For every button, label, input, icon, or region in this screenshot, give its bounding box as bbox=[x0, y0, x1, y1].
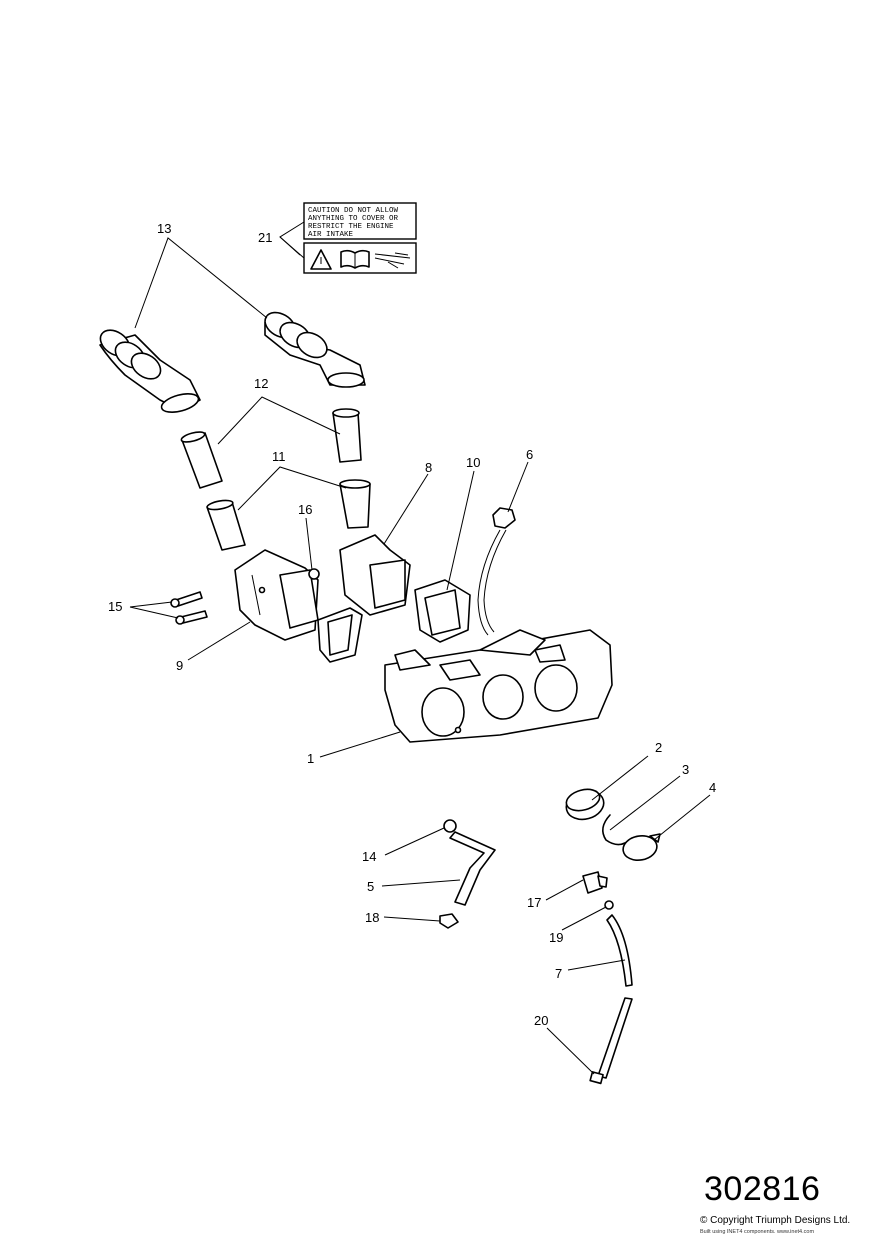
warning-label-line-2: ANYTHING TO COVER OR bbox=[308, 215, 399, 223]
callout-8: 8 bbox=[425, 460, 432, 475]
callout-20: 20 bbox=[534, 1013, 548, 1028]
warning-triangle-icon bbox=[310, 249, 332, 270]
breather-hose-5 bbox=[449, 831, 496, 906]
warning-label-line-1: CAUTION DO NOT ALLOW bbox=[308, 207, 399, 215]
callout-17: 17 bbox=[527, 895, 541, 910]
clip-18 bbox=[439, 913, 459, 929]
callout-21: 21 bbox=[258, 230, 272, 245]
bolt-15-lower bbox=[175, 610, 208, 625]
union-17 bbox=[582, 871, 608, 894]
clip-19 bbox=[604, 900, 614, 910]
callout-1: 1 bbox=[307, 751, 314, 766]
intake-tube-12-left bbox=[180, 431, 223, 489]
callout-4: 4 bbox=[709, 780, 716, 795]
callout-2: 2 bbox=[655, 740, 662, 755]
intake-tube-12-right bbox=[332, 408, 362, 463]
air-duct-centre bbox=[339, 534, 411, 616]
callout-18: 18 bbox=[365, 910, 379, 925]
callout-9: 9 bbox=[176, 658, 183, 673]
intake-sleeve-2 bbox=[565, 788, 605, 821]
callout-6: 6 bbox=[526, 447, 533, 462]
intake-tube-11-left bbox=[206, 499, 246, 551]
bolt-15-upper bbox=[170, 591, 203, 608]
intake-boot-right bbox=[264, 311, 366, 388]
copyright-notice: © Copyright Triumph Designs Ltd. bbox=[700, 1215, 851, 1226]
callout-7: 7 bbox=[555, 966, 562, 981]
callout-numbers: 13 21 12 11 8 10 6 16 15 9 1 2 3 4 14 5 … bbox=[108, 221, 716, 1028]
breather-hose bbox=[477, 529, 501, 636]
warning-label-line-4: AIR INTAKE bbox=[308, 231, 354, 239]
grommet-16 bbox=[308, 568, 320, 580]
intake-tube-11-right bbox=[339, 479, 371, 529]
callout-11: 11 bbox=[272, 449, 286, 464]
callout-16: 16 bbox=[298, 502, 312, 517]
leader-lines bbox=[129, 221, 711, 1075]
airbox bbox=[384, 629, 613, 743]
callout-13: 13 bbox=[157, 221, 171, 236]
drawing-number: 302816 bbox=[704, 1170, 821, 1208]
no-obstruction-icon bbox=[374, 252, 411, 269]
built-using-notice: Built using INET4 components. www.inet4.… bbox=[700, 1229, 815, 1235]
callout-10: 10 bbox=[466, 455, 480, 470]
callout-14: 14 bbox=[362, 849, 376, 864]
callout-12: 12 bbox=[254, 376, 268, 391]
air-duct-left bbox=[234, 549, 319, 641]
intake-boot-left bbox=[99, 329, 201, 413]
drain-hose-7 bbox=[597, 914, 633, 1079]
callout-19: 19 bbox=[549, 930, 563, 945]
air-duct-right bbox=[414, 579, 471, 643]
warning-label: CAUTION DO NOT ALLOW ANYTHING TO COVER O… bbox=[303, 202, 417, 274]
callout-3: 3 bbox=[682, 762, 689, 777]
clip-14 bbox=[443, 819, 457, 833]
hose-clip-4 bbox=[622, 833, 661, 861]
manual-book-icon bbox=[340, 249, 370, 269]
drain-plug-20 bbox=[589, 1071, 604, 1085]
warning-label-line-3: RESTRICT THE ENGINE bbox=[308, 223, 394, 231]
callout-5: 5 bbox=[367, 879, 374, 894]
duct-seal-lower bbox=[317, 607, 363, 663]
grommet-6 bbox=[492, 507, 516, 529]
callout-15: 15 bbox=[108, 599, 122, 614]
